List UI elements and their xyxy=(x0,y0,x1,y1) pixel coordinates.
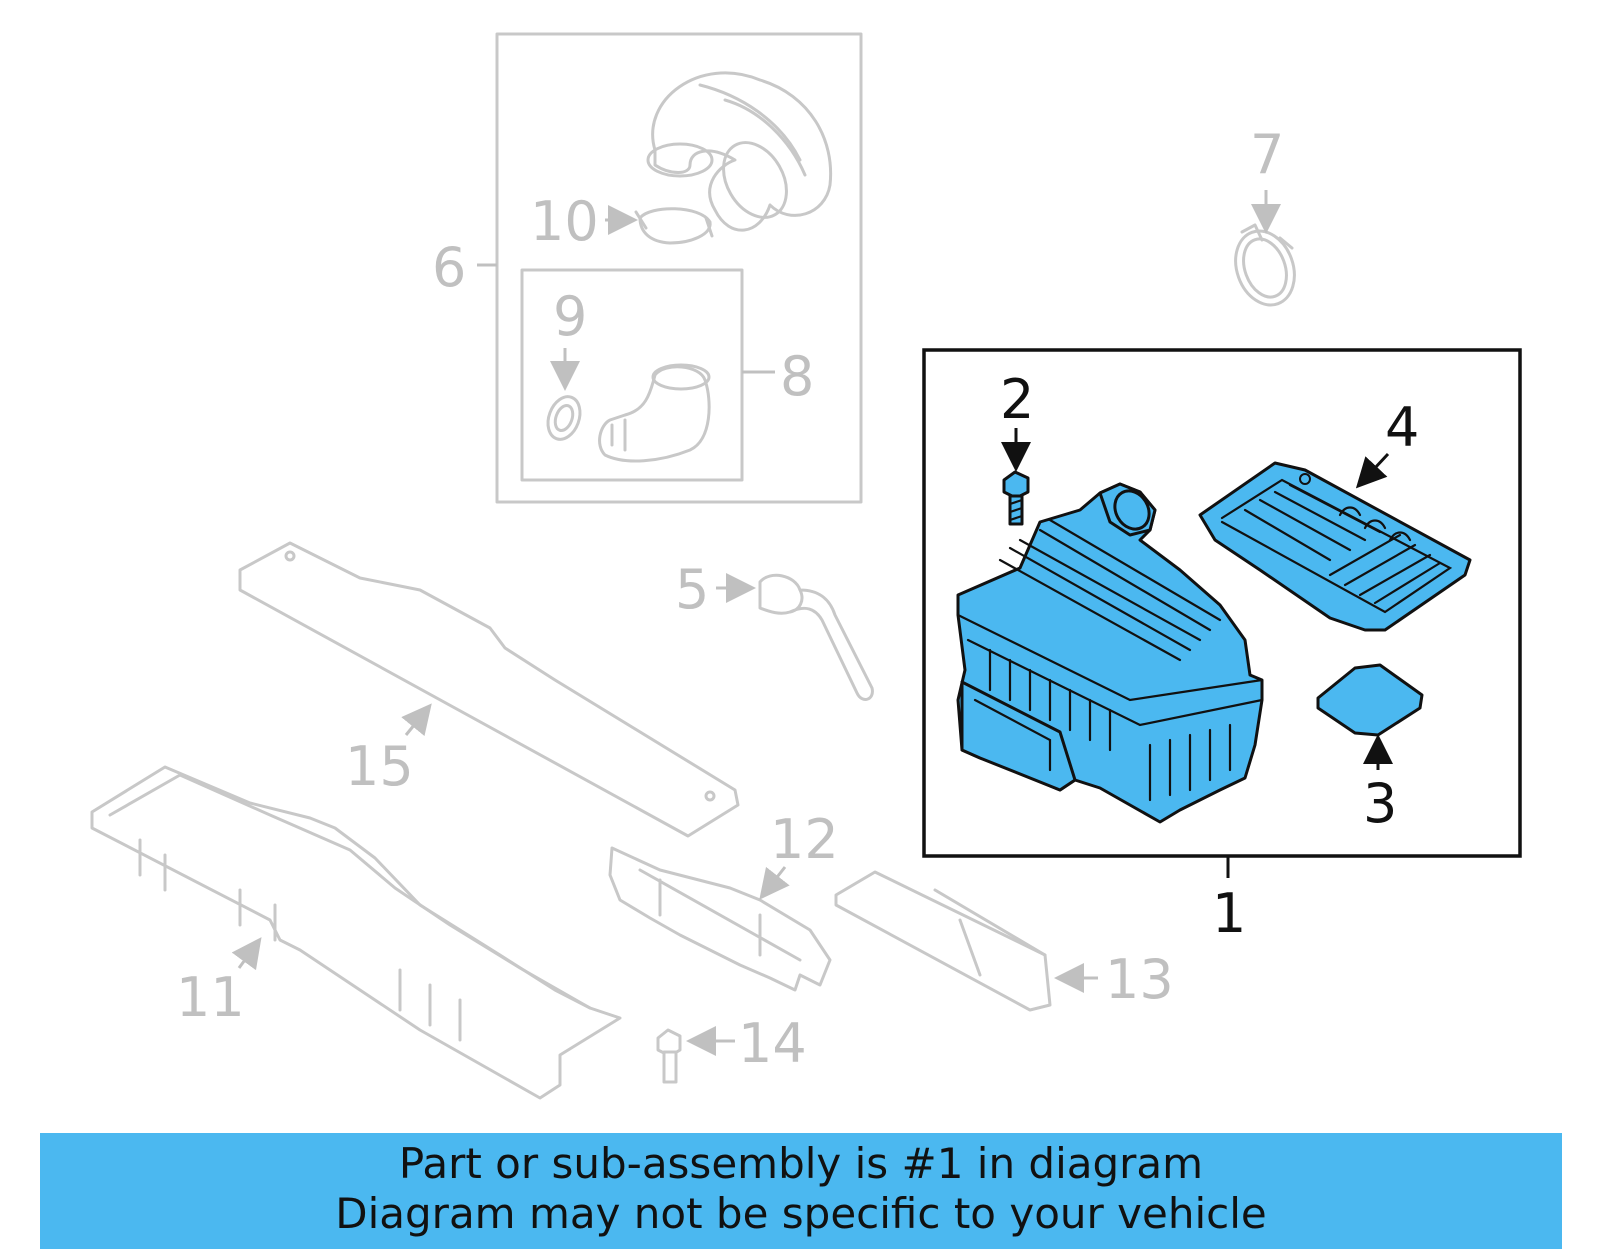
callout-4: 4 xyxy=(1385,396,1419,459)
callout-8: 8 xyxy=(780,345,814,408)
callout-9: 9 xyxy=(553,285,587,348)
air-duct-11 xyxy=(90,765,622,1100)
leader-lines xyxy=(231,190,1393,1056)
air-filter-housing-1 xyxy=(956,482,1264,824)
callout-3: 3 xyxy=(1363,772,1397,835)
group-box-6 xyxy=(495,32,863,504)
callout-6: 6 xyxy=(432,236,466,299)
intake-hose-group xyxy=(495,32,863,504)
callout-13: 13 xyxy=(1105,948,1174,1011)
support-bar-15 xyxy=(238,541,740,838)
callout-10: 10 xyxy=(530,190,599,253)
info-banner: Part or sub-assembly is #1 in diagram Di… xyxy=(40,1133,1562,1249)
filter-element-4 xyxy=(1198,461,1472,632)
callout-15: 15 xyxy=(345,735,414,798)
callout-2: 2 xyxy=(1000,368,1034,431)
hose-clamp-7 xyxy=(1234,223,1296,307)
group-box-8 xyxy=(520,268,744,482)
panel-13 xyxy=(834,870,1052,1012)
callout-14: 14 xyxy=(738,1012,807,1075)
callout-7: 7 xyxy=(1250,123,1284,186)
callout-12: 12 xyxy=(770,808,839,871)
banner-line-2: Diagram may not be specific to your vehi… xyxy=(335,1189,1267,1238)
banner-line-1: Part or sub-assembly is #1 in diagram xyxy=(398,1139,1204,1188)
callout-11: 11 xyxy=(176,966,245,1029)
o-ring-9 xyxy=(546,395,582,441)
breather-hose-5 xyxy=(758,573,874,701)
filter-pad-3 xyxy=(1316,663,1424,737)
bolt-2 xyxy=(1002,470,1030,526)
hose-clamp-10 xyxy=(638,207,712,245)
callout-1: 1 xyxy=(1212,882,1246,945)
bolt-14 xyxy=(656,1028,682,1084)
callout-5: 5 xyxy=(675,558,709,621)
